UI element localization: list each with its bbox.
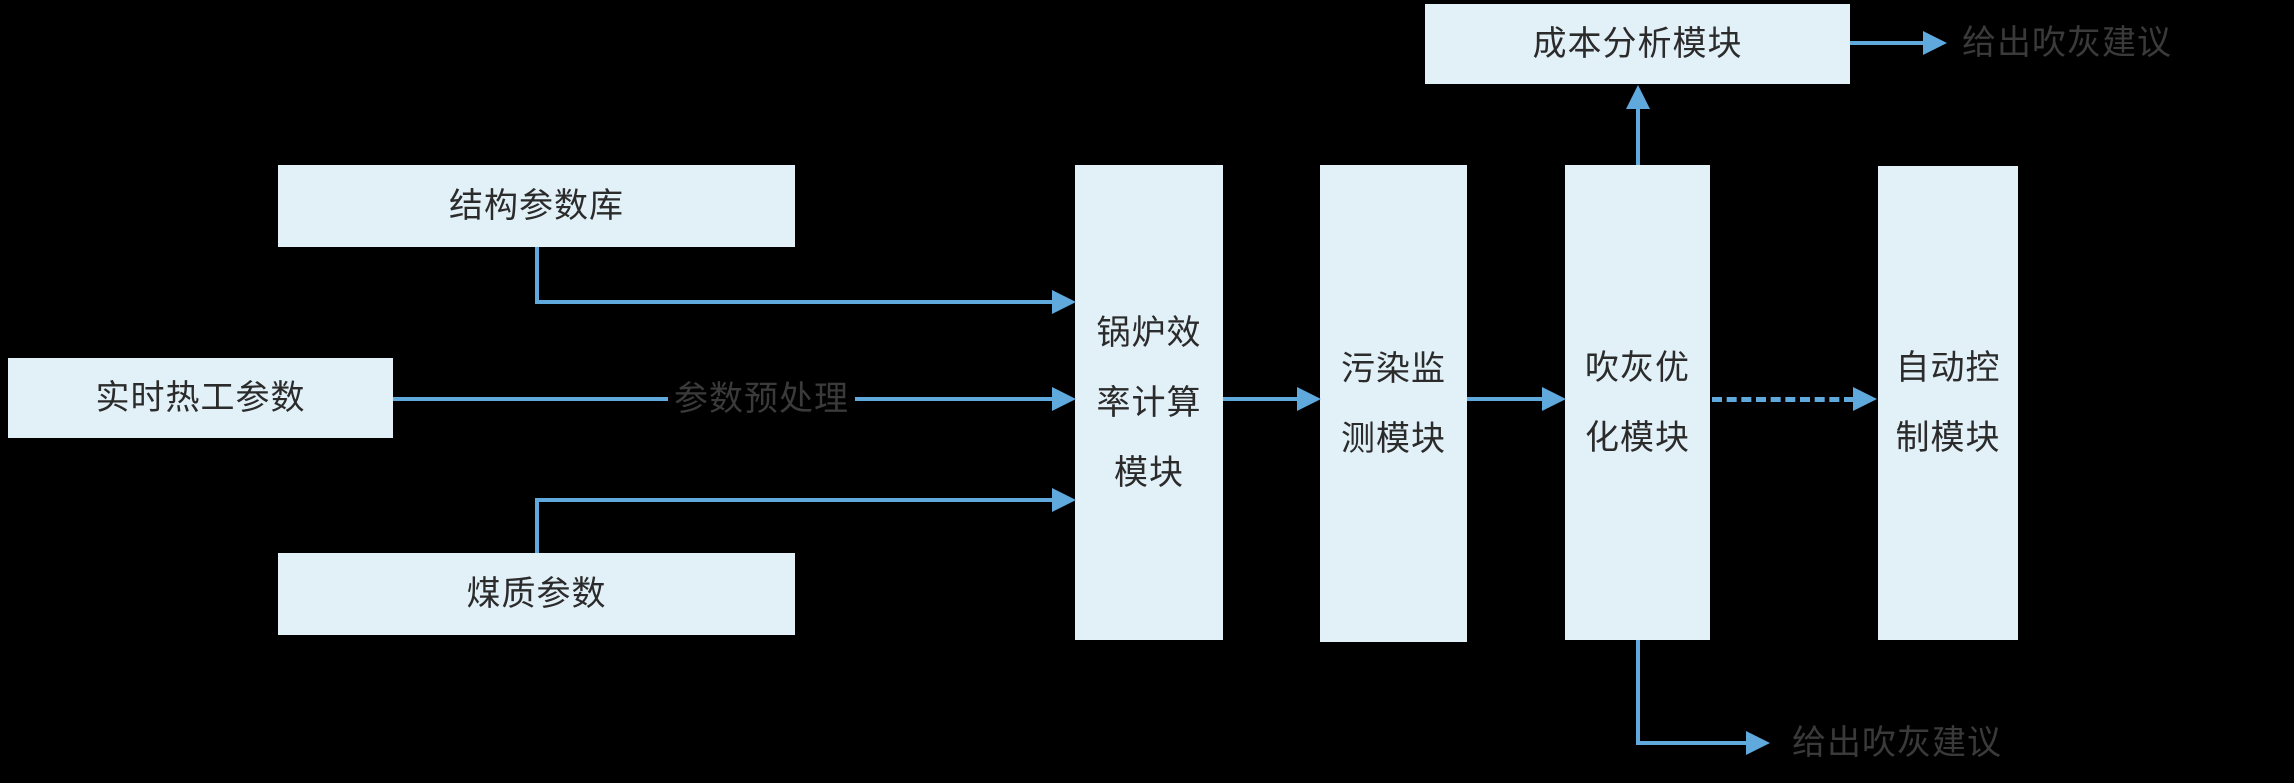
edge-sootblow-to-cost-arrowhead-icon bbox=[1626, 85, 1650, 109]
box-automatic-control-module: 自动控 制模块 bbox=[1878, 166, 2018, 640]
edge-sootblow-to-cost-line bbox=[1636, 105, 1640, 165]
box-realtime-thermal-params: 实时热工参数 bbox=[8, 358, 393, 438]
label-suggestion-bottom: 给出吹灰建议 bbox=[1786, 722, 2008, 764]
edge-coal-to-boiler-arrowhead-icon bbox=[1052, 488, 1076, 512]
edge-boiler-to-pollution-line bbox=[1223, 397, 1298, 401]
box-realtime-thermal-params-label: 实时热工参数 bbox=[95, 379, 306, 417]
edge-label-preprocessing: 参数预处理 bbox=[668, 378, 855, 420]
box-automatic-control-module-label: 自动控 制模块 bbox=[1895, 349, 2001, 457]
edge-realtime-to-boiler-arrowhead-icon bbox=[1052, 387, 1076, 411]
edge-boiler-to-pollution-arrowhead-icon bbox=[1297, 387, 1321, 411]
edge-sootblow-to-suggestion-arrowhead-icon bbox=[1746, 731, 1770, 755]
edge-sootblow-to-control-arrowhead-icon bbox=[1853, 387, 1877, 411]
edge-sootblow-to-control-dashed-line bbox=[1712, 397, 1854, 402]
edge-cost-to-suggestion-line bbox=[1850, 41, 1924, 45]
box-sootblowing-optimization-module: 吹灰优 化模块 bbox=[1565, 165, 1710, 640]
box-coal-quality-params-label: 煤质参数 bbox=[466, 575, 607, 613]
edge-pollution-to-sootblow-arrowhead-icon bbox=[1542, 387, 1566, 411]
edge-cost-to-suggestion-arrowhead-icon bbox=[1923, 31, 1947, 55]
label-suggestion-top: 给出吹灰建议 bbox=[1956, 22, 2178, 64]
box-pollution-monitoring-module: 污染监 测模块 bbox=[1320, 165, 1467, 642]
box-boiler-efficiency-module-label: 锅炉效 率计算 模块 bbox=[1096, 313, 1202, 492]
box-cost-analysis-module-label: 成本分析模块 bbox=[1532, 25, 1743, 63]
box-sootblowing-optimization-module-label: 吹灰优 化模块 bbox=[1585, 348, 1690, 457]
edge-structure-to-boiler-vertical-line bbox=[535, 247, 539, 304]
edge-sootblow-to-suggestion-line bbox=[1636, 741, 1747, 745]
box-structure-params: 结构参数库 bbox=[278, 165, 795, 247]
edge-pollution-to-sootblow-line bbox=[1467, 397, 1543, 401]
box-coal-quality-params: 煤质参数 bbox=[278, 553, 795, 635]
edge-structure-to-boiler-line bbox=[535, 300, 1053, 304]
box-boiler-efficiency-module: 锅炉效 率计算 模块 bbox=[1075, 165, 1223, 640]
edge-sootblow-to-suggestion-vertical-line bbox=[1636, 640, 1640, 745]
edge-coal-to-boiler-vertical-line bbox=[535, 498, 539, 553]
box-structure-params-label: 结构参数库 bbox=[449, 187, 624, 225]
box-cost-analysis-module: 成本分析模块 bbox=[1425, 4, 1850, 84]
box-pollution-monitoring-module-label: 污染监 测模块 bbox=[1341, 349, 1446, 458]
edge-coal-to-boiler-line bbox=[535, 498, 1053, 502]
edge-structure-to-boiler-arrowhead-icon bbox=[1052, 290, 1076, 314]
